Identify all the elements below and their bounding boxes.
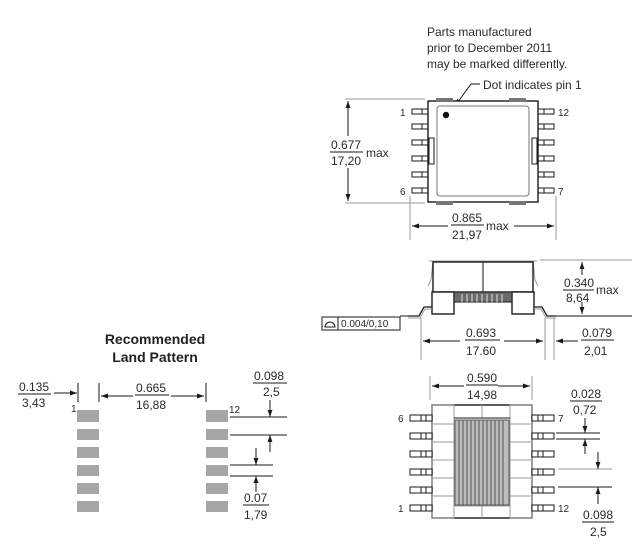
note-line-2: prior to December 2011	[427, 41, 553, 55]
land-pattern-title: Land Pattern	[112, 349, 198, 365]
svg-text:0.693: 0.693	[466, 326, 496, 340]
body-tab	[509, 201, 526, 205]
land-pattern: Recommended Land Pattern 1 12 0.135	[18, 331, 287, 522]
dim-lead-span: 0.693 17.60	[465, 326, 500, 358]
pin-label: 7	[558, 414, 564, 425]
svg-text:max: max	[366, 146, 389, 160]
dim-lead-length: 0.079 2,01	[581, 326, 614, 358]
pin-label: 6	[400, 187, 406, 198]
svg-text:0.665: 0.665	[136, 381, 166, 395]
pin-label: 12	[558, 108, 570, 119]
svg-text:0.004/0,10: 0.004/0,10	[341, 319, 389, 330]
dim-pad-spacing: 0.665 16,88	[135, 381, 169, 412]
land-pattern-title: Recommended	[105, 331, 205, 347]
svg-text:0.098: 0.098	[254, 369, 284, 383]
dim-pitch-land: 0.098 2,5	[253, 369, 287, 399]
dot-note-label: Dot indicates pin 1	[483, 78, 582, 92]
pin-label: 12	[558, 504, 570, 515]
side-view-foot	[511, 291, 535, 315]
svg-text:max: max	[596, 283, 619, 297]
side-clip	[428, 137, 435, 165]
side-view: 0.004/0,10 0.340 8,64 max 0.693 17.60 0.…	[321, 259, 632, 360]
bottom-view-right-leads	[531, 414, 555, 512]
dim-lead-width: 0.028 0,72	[570, 387, 602, 417]
profile-icon	[324, 321, 336, 328]
pin-label: 6	[398, 414, 404, 425]
bottom-view: 0.590 14,98	[398, 371, 614, 539]
top-view-left-leads	[411, 108, 430, 194]
svg-text:0.079: 0.079	[582, 326, 612, 340]
svg-text:14,98: 14,98	[467, 388, 497, 402]
svg-text:2,5: 2,5	[263, 385, 280, 399]
left-pads	[77, 410, 99, 512]
top-view-right-leads	[536, 108, 555, 194]
svg-text:3,43: 3,43	[22, 396, 46, 410]
svg-text:2,5: 2,5	[590, 525, 607, 539]
top-view-core	[436, 105, 530, 197]
svg-text:21,97: 21,97	[452, 228, 482, 242]
pin-label: 1	[71, 404, 77, 415]
svg-text:16,88: 16,88	[136, 398, 166, 412]
dim-width-top-view: 0.865 21,97 max	[451, 211, 509, 242]
note-line-3: may be marked differently.	[427, 57, 567, 71]
side-view-foot	[431, 291, 455, 315]
winding	[453, 291, 513, 303]
dim-body-width: 0.590 14,98	[466, 371, 498, 402]
dim-height-side-view: 0.340 8,64 max	[563, 276, 619, 305]
dim-pad-length: 0.135 3,43	[18, 380, 51, 410]
bottom-view-left-leads	[409, 414, 433, 512]
dim-pitch-bottom-view: 0.098 2,5	[582, 508, 614, 539]
pin1-dot-callout: Dot indicates pin 1	[454, 78, 582, 107]
pin1-dot-icon	[442, 111, 450, 119]
winding-core	[454, 419, 510, 506]
pin-label: 12	[229, 405, 241, 416]
body-tab	[436, 201, 453, 205]
svg-text:0.098: 0.098	[583, 508, 613, 522]
callout-leader	[454, 83, 480, 107]
svg-text:2,01: 2,01	[584, 344, 608, 358]
svg-text:0.677: 0.677	[331, 138, 361, 152]
body-tab	[509, 98, 526, 102]
svg-text:0,72: 0,72	[573, 403, 597, 417]
note-line-1: Parts manufactured	[427, 25, 532, 39]
svg-text:17,20: 17,20	[331, 154, 361, 168]
svg-text:0.07: 0.07	[244, 491, 268, 505]
svg-text:0.028: 0.028	[571, 387, 601, 401]
svg-text:8,64: 8,64	[566, 291, 590, 305]
svg-text:1,79: 1,79	[244, 508, 268, 522]
coplanarity-callout: 0.004/0,10	[321, 316, 401, 331]
pin-label: 1	[398, 504, 404, 515]
svg-text:0.590: 0.590	[467, 371, 497, 385]
svg-text:17.60: 17.60	[466, 344, 496, 358]
manufacture-note: Parts manufactured prior to December 201…	[427, 25, 567, 71]
svg-text:0.135: 0.135	[19, 380, 49, 394]
pin-label: 7	[558, 187, 564, 198]
side-clip	[531, 137, 538, 165]
svg-text:0.340: 0.340	[564, 276, 594, 290]
pin-label: 1	[400, 108, 406, 119]
body-tab	[436, 98, 453, 102]
top-view: 1 6 12 7 0.677 17,20 max 0.865 21,97 max	[330, 98, 570, 242]
dim-pad-width: 0.07 1,79	[243, 491, 269, 522]
svg-text:0.865: 0.865	[452, 211, 482, 225]
right-pads	[206, 410, 228, 512]
svg-text:max: max	[486, 219, 509, 233]
dim-height-top-view: 0.677 17,20 max	[330, 138, 389, 168]
